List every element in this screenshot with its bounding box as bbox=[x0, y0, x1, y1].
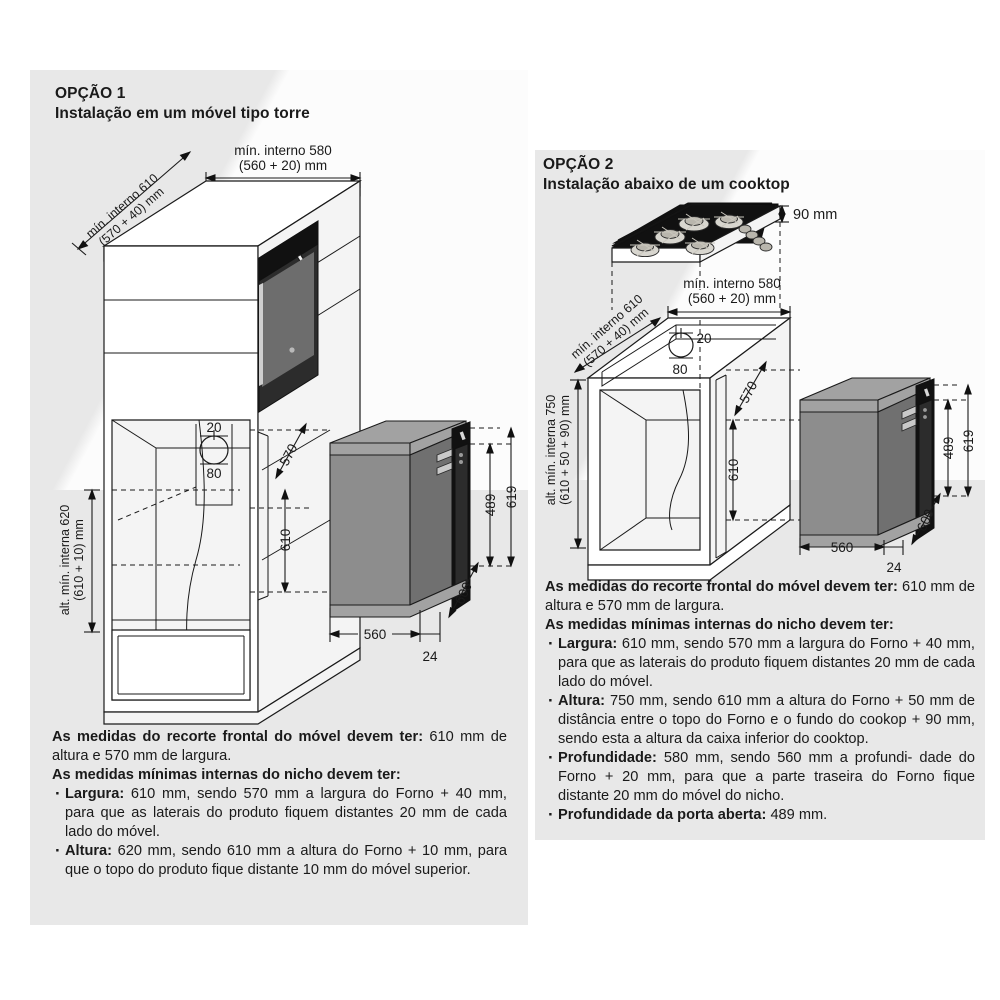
dim-hole-bottom-opt2: 80 bbox=[672, 362, 687, 377]
dim-cooktop-height: 90 mm bbox=[793, 207, 837, 223]
list-item: Altura: 750 mm, sendo 610 mm a altura do… bbox=[545, 690, 975, 749]
oven-detached-opt1 bbox=[329, 420, 471, 618]
vent-hole-detail-opt2: 20 80 bbox=[668, 320, 712, 392]
option1-heading: OPÇÃO 1 Instalação em um móvel tipo torr… bbox=[55, 84, 310, 124]
option2-bullet2-body: 580 mm, sendo 560 mm a profundi- dade do… bbox=[558, 749, 975, 804]
projection-opt1 bbox=[250, 429, 331, 601]
option1-bullet0-body: 610 mm, sendo 570 mm a largura do Forno … bbox=[65, 785, 507, 840]
niche-cabinet-opt2 bbox=[586, 316, 792, 581]
cooktop-burners bbox=[630, 211, 773, 258]
dim-top-width-line1-opt2: mín. interno 580 bbox=[683, 276, 781, 291]
option2-p1-bold: As medidas do recorte frontal do móvel d… bbox=[545, 579, 898, 595]
dim-oven-lip: 24 bbox=[422, 649, 438, 664]
option1-bullet0-label: Largura: bbox=[65, 785, 125, 802]
option1-text-block: As medidas do recorte frontal do móvel d… bbox=[52, 728, 507, 880]
option1-paragraph1: As medidas do recorte frontal do móvel d… bbox=[52, 728, 507, 766]
dim-height-line2: (610 + 10) mm bbox=[72, 519, 86, 601]
option2-bullet0-body: 610 mm, sendo 570 mm a largura do Forno … bbox=[558, 635, 975, 690]
dim-door-open-opt2: 489 619 bbox=[934, 383, 976, 498]
option2-text-block: As medidas do recorte frontal do móvel d… bbox=[545, 578, 975, 826]
option2-heading-line1: OPÇÃO 2 bbox=[543, 156, 614, 173]
dim-oven-width: 560 bbox=[364, 627, 387, 642]
list-item: Largura: 610 mm, sendo 570 mm a largura … bbox=[545, 633, 975, 692]
option1-p2-bold: As medidas mínimas internas do nicho dev… bbox=[52, 766, 401, 783]
dim-top-width-line2: (560 + 20) mm bbox=[239, 158, 327, 173]
option1-p1-rest: 610 mm de altura e 570 mm de largura. bbox=[52, 729, 507, 764]
list-item: Profundidade: 580 mm, sendo 560 mm a pro… bbox=[545, 747, 975, 806]
dim-height-line1-opt2: alt. mín. interna 750 bbox=[544, 395, 558, 506]
list-item: Largura: 610 mm, sendo 570 mm a largura … bbox=[52, 783, 507, 842]
option2-bullet1-label: Altura: bbox=[558, 692, 606, 709]
option2-bullet1-body: 750 mm, sendo 610 mm a altura do Forno +… bbox=[558, 692, 975, 747]
dim-hole-top-opt2: 20 bbox=[696, 331, 711, 346]
list-item: Altura: 620 mm, sendo 610 mm a altura do… bbox=[52, 840, 507, 880]
option1-bullet1-body: 620 mm, sendo 610 mm a altura do Forno +… bbox=[65, 842, 507, 878]
option1-bullet1-label: Altura: bbox=[65, 842, 113, 859]
dim-hole-top: 20 bbox=[206, 420, 221, 435]
option2-bullet0-label: Largura: bbox=[558, 635, 618, 652]
option1-heading-line1: OPÇÃO 1 bbox=[55, 85, 126, 102]
option2-paragraph2: As medidas mínimas internas do nicho dev… bbox=[545, 616, 975, 635]
dim-top-width-line1: mín. interno 580 bbox=[234, 143, 332, 158]
option2-heading: OPÇÃO 2 Instalação abaixo de um cooktop bbox=[543, 155, 790, 195]
option2-bullet3-label: Profundidade da porta aberta: bbox=[558, 806, 767, 823]
dim-niche-height-opt1: 610 bbox=[278, 488, 293, 594]
option2-bullet3-body: 489 mm. bbox=[766, 806, 828, 823]
dim-niche-height-opt2: 610 bbox=[726, 369, 800, 522]
option2-bullet2-label: Profundidade: bbox=[558, 749, 657, 766]
cooktop-opt2 bbox=[611, 202, 781, 264]
dim-oven-width-opt2: 560 bbox=[831, 540, 854, 555]
dim-top-width-opt2: mín. interno 580 (560 + 20) mm bbox=[666, 276, 792, 320]
vent-hole-detail-opt1: 20 80 bbox=[112, 420, 240, 566]
dim-oven-width-opt1: 560 24 bbox=[328, 608, 441, 664]
oven-detached-opt2 bbox=[799, 377, 935, 548]
dim-height-opt2: alt. mín. interna 750 (610 + 50 + 90) mm bbox=[544, 378, 586, 550]
dim-height-opt1: alt. mín. interna 620 (610 + 10) mm bbox=[58, 488, 100, 634]
option2-bullet-list: Largura: 610 mm, sendo 570 mm a largura … bbox=[545, 633, 975, 826]
option1-heading-line2: Instalação em um móvel tipo torre bbox=[55, 104, 310, 122]
dim-cooktop-height-opt2: 90 mm bbox=[775, 204, 837, 224]
option2-p2-bold: As medidas mínimas internas do nicho dev… bbox=[545, 616, 894, 633]
dim-oven-width-opt2: 560 24 bbox=[798, 538, 904, 575]
dim-oven-lip-opt2: 24 bbox=[886, 560, 902, 575]
dim-height-line1: alt. mín. interna 620 bbox=[58, 505, 72, 616]
dim-top-width-line2-opt2: (560 + 20) mm bbox=[688, 291, 776, 306]
dim-top-width-opt1: mín. interno 580 (560 + 20) mm bbox=[204, 143, 362, 188]
dim-hole-bottom: 80 bbox=[206, 466, 221, 481]
option1-p1-bold: As medidas do recorte frontal do móvel d… bbox=[52, 729, 424, 745]
list-item: Profundidade da porta aberta: 489 mm. bbox=[545, 804, 975, 826]
option1-paragraph2: As medidas mínimas internas do nicho dev… bbox=[52, 766, 507, 785]
option1-bullet-list: Largura: 610 mm, sendo 570 mm a largura … bbox=[52, 783, 507, 880]
dim-height-line2-opt2: (610 + 50 + 90) mm bbox=[558, 395, 572, 505]
option2-p1-rest: 610 mm de altura e 570 mm de largura. bbox=[545, 579, 975, 614]
option2-heading-line2: Instalação abaixo de um cooktop bbox=[543, 175, 790, 193]
option2-paragraph1: As medidas do recorte frontal do móvel d… bbox=[545, 578, 975, 616]
dim-door-open-opt1: 489 619 bbox=[470, 426, 519, 568]
oven-installed-opt1 bbox=[258, 220, 319, 413]
